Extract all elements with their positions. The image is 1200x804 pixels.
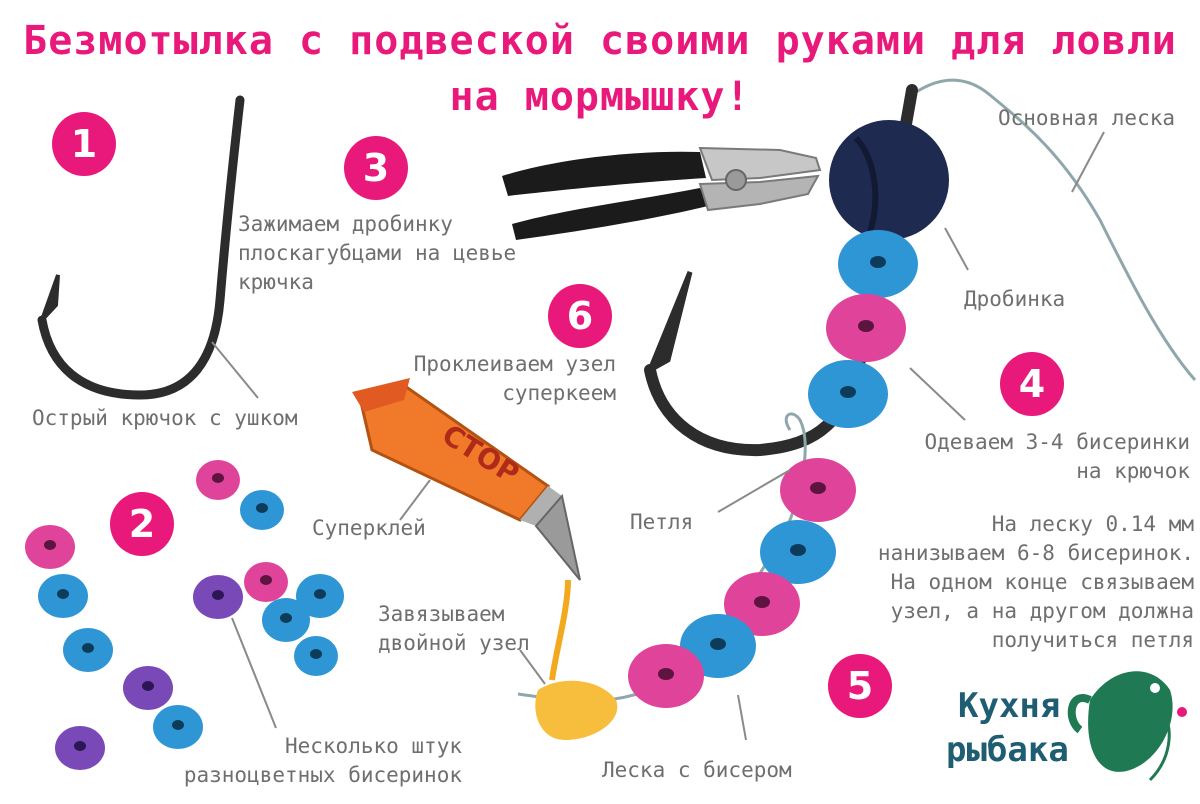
pliers-icon: [502, 146, 822, 240]
label-glue-step: Проклеиваем узел суперкеем: [413, 352, 616, 405]
pointer-dress: [909, 367, 966, 421]
step-badge-1: 1: [52, 112, 116, 176]
label-loop: Петля: [630, 510, 694, 534]
hook-icon: [37, 95, 245, 400]
knot-icon: [535, 680, 618, 740]
main-line: [904, 78, 1197, 381]
shot-icon: [829, 120, 949, 240]
hook-beads: [808, 230, 918, 428]
label-clamp: Зажимаем дробинку плоскагубцами на цевье…: [238, 212, 517, 294]
pointer-line-beads: [737, 694, 747, 741]
label-main-line: Основная леска: [998, 106, 1176, 130]
brand-line-1: Кухня: [958, 686, 1061, 726]
step-badge-4: 4: [1000, 352, 1064, 416]
step-badge-6: 6: [548, 284, 612, 348]
loose-beads: [25, 460, 344, 770]
pointer-loop: [717, 469, 791, 513]
label-line-with-beads: Леска с бисером: [602, 758, 792, 782]
thread-beads: [628, 458, 856, 708]
brand-line-2: рыбака: [946, 730, 1069, 770]
pointer-beads: [231, 617, 277, 729]
step-badge-5: 5: [828, 654, 892, 718]
brand-logo: Кухня рыбака: [946, 684, 1069, 772]
pointer-knot: [519, 649, 546, 685]
label-dress: Одеваем 3-4 бисеринки на крючок: [924, 430, 1190, 483]
pointer-shot: [944, 227, 969, 271]
label-hook: Острый крючок с ушком: [32, 406, 298, 430]
pointer-hook: [211, 341, 259, 399]
step-badge-2: 2: [110, 492, 174, 556]
label-beads: Несколько штук разноцветных бисеринок: [183, 734, 462, 787]
label-knot: Завязываем двойной узел: [378, 602, 530, 655]
label-thread: На леску 0.14 мм нанизываем 6-8 бисерино…: [877, 512, 1194, 652]
label-superglue: Суперклей: [312, 516, 426, 540]
pointer-glue: [399, 479, 431, 521]
step-badge-3: 3: [344, 136, 408, 200]
page-subtitle: на мормышку!: [449, 74, 751, 120]
hook-barb-right: [644, 271, 693, 376]
fish-logo-icon: [1067, 671, 1187, 782]
page-title: Безмотылка с подвеской своими руками для…: [23, 18, 1177, 64]
label-shot: Дробинка: [964, 287, 1066, 311]
hook-barb: [40, 274, 60, 322]
pointer-main-line: [1071, 131, 1105, 193]
